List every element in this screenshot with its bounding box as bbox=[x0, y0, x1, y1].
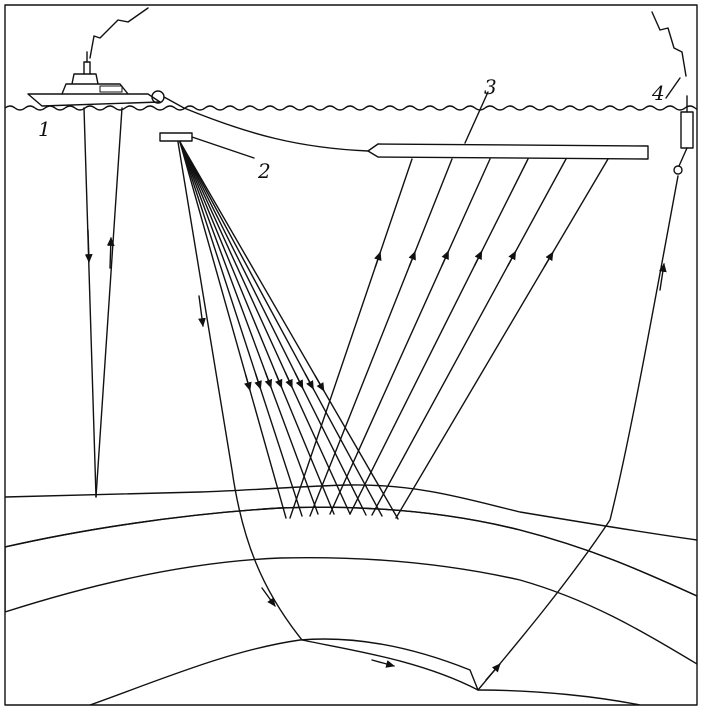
reflected-ray-arrow bbox=[543, 251, 554, 268]
streamer-cable-icon bbox=[367, 91, 649, 160]
radio-buoy-icon bbox=[665, 77, 694, 175]
echo-sounder-rays bbox=[83, 107, 123, 498]
reflected-ray bbox=[349, 158, 529, 515]
reflected-ray-arrow bbox=[374, 251, 382, 268]
label-source: 2 bbox=[257, 159, 271, 183]
deep-horizon bbox=[477, 689, 641, 705]
sand-layer bbox=[5, 506, 697, 665]
incident-ray bbox=[179, 141, 287, 519]
reflected-ray-arrow bbox=[507, 250, 517, 267]
reflected-ray-arrow bbox=[408, 250, 416, 267]
radio-signal-icon bbox=[651, 11, 687, 77]
reflected-ray bbox=[329, 158, 491, 515]
label-streamer: 3 bbox=[484, 75, 497, 99]
airgun-source-icon bbox=[159, 132, 255, 159]
sea-surface bbox=[5, 105, 697, 111]
refracted-ray bbox=[177, 141, 679, 691]
reflected-ray-fan bbox=[289, 158, 609, 519]
reflected-ray bbox=[371, 158, 567, 516]
incident-ray-arrow bbox=[284, 371, 293, 389]
label-vessel: 1 bbox=[38, 117, 51, 141]
reflected-ray-arrow bbox=[441, 250, 450, 267]
seafloor-line bbox=[5, 484, 697, 541]
incident-ray-arrow bbox=[274, 371, 283, 389]
incident-ray-arrow bbox=[244, 374, 252, 392]
label-buoy: 4 bbox=[651, 81, 665, 105]
incident-ray bbox=[179, 141, 335, 515]
incident-ray bbox=[179, 141, 367, 516]
reflected-ray-arrow bbox=[473, 250, 483, 267]
lower-horizon bbox=[89, 638, 479, 705]
streamer-tow-cable bbox=[183, 107, 369, 152]
incident-ray bbox=[179, 141, 303, 517]
incident-ray-arrow bbox=[294, 372, 304, 390]
frame-border bbox=[4, 4, 698, 706]
vessel-icon bbox=[27, 51, 185, 109]
incident-ray bbox=[179, 141, 383, 517]
incident-ray bbox=[179, 141, 351, 515]
reflected-ray bbox=[289, 158, 413, 519]
reflected-ray bbox=[309, 158, 453, 517]
incident-ray-arrow bbox=[304, 373, 315, 390]
incident-ray bbox=[179, 141, 319, 515]
incident-ray-fan bbox=[179, 141, 399, 520]
radio-signal-icon bbox=[89, 7, 149, 59]
incident-ray-arrow bbox=[264, 371, 273, 389]
incident-ray-arrow bbox=[254, 373, 262, 390]
incident-ray bbox=[179, 141, 399, 520]
reflected-ray bbox=[395, 158, 609, 519]
incident-ray-arrow bbox=[314, 375, 325, 392]
